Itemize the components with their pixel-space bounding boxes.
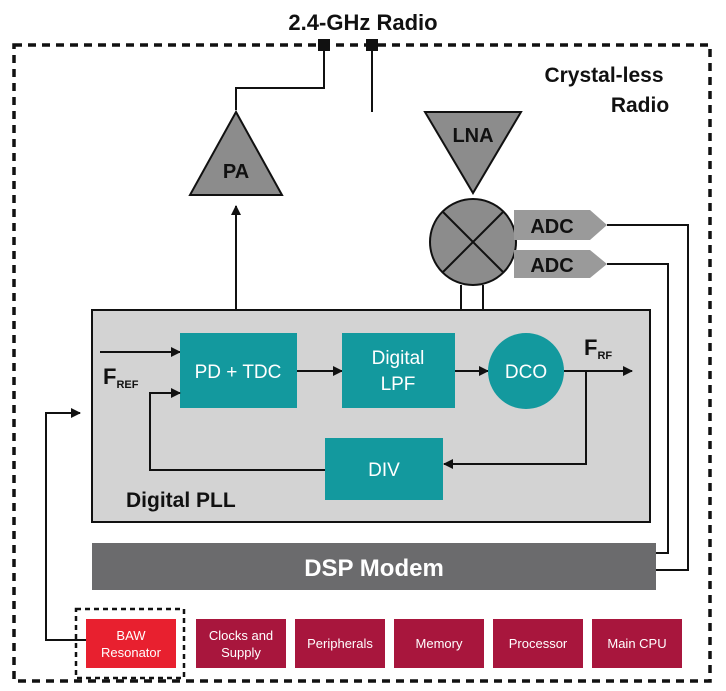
frf-label: FRF <box>584 335 612 362</box>
div-to-pdtdc-wire <box>149 388 325 471</box>
lna-amplifier <box>423 111 523 195</box>
baw-label-line1: BAW <box>116 628 146 643</box>
lna-label: LNA <box>452 125 493 147</box>
memory-label: Memory <box>416 636 463 651</box>
dsp-modem-block <box>92 543 656 590</box>
peripherals-label: Peripherals <box>307 636 373 651</box>
digital-pll-label: Digital PLL <box>126 489 236 512</box>
processor-block <box>493 619 583 668</box>
adc-2-to-dsp-wire <box>607 263 669 554</box>
fref-subscript: REF <box>116 379 138 391</box>
processor-label: Processor <box>509 636 568 651</box>
fref-label: FREF <box>103 364 139 391</box>
clocks-label-line1: Clocks and <box>209 628 273 643</box>
peripherals-block <box>295 619 385 668</box>
boundary-label-line2: Radio <box>611 94 669 117</box>
antenna-connector-left <box>318 39 330 51</box>
adc-1 <box>514 210 607 240</box>
clocks-label-line2: Supply <box>221 645 261 660</box>
clocks-supply-block <box>196 619 286 668</box>
crystal-less-radio-boundary <box>12 43 712 683</box>
baw-to-pll-wire <box>45 408 86 641</box>
memory-block <box>394 619 484 668</box>
frf-main: F <box>584 335 597 360</box>
boundary-label-line1: Crystal-less <box>544 64 663 87</box>
radio-title: 2.4-GHz Radio <box>288 10 437 35</box>
pd-tdc-label: PD + TDC <box>195 362 282 383</box>
baw-dashed-box <box>74 607 186 680</box>
baw-resonator-block <box>86 619 176 668</box>
adc-2-label: ADC <box>530 255 573 277</box>
main-cpu-block <box>592 619 682 668</box>
digital-lpf-label-line2: LPF <box>381 374 416 395</box>
baw-label-line2: Resonator <box>101 645 162 660</box>
digital-lpf-block <box>342 333 455 408</box>
frf-subscript: RF <box>597 350 612 362</box>
pd-tdc-block <box>180 333 297 408</box>
mixer-cross-b <box>442 211 504 273</box>
digital-lpf-label-line1: Digital <box>372 348 425 369</box>
fref-main: F <box>103 364 116 389</box>
dco-to-div-wire <box>443 371 587 469</box>
adc-1-to-dsp-wire <box>607 224 689 571</box>
pa-amplifier <box>188 109 284 196</box>
dco-block <box>488 333 564 409</box>
main-cpu-label: Main CPU <box>607 636 666 651</box>
div-label: DIV <box>368 460 400 481</box>
adc-2 <box>514 250 607 278</box>
pa-antenna-wire <box>235 51 325 110</box>
dco-label: DCO <box>505 362 547 383</box>
adc-1-label: ADC <box>530 216 573 238</box>
dsp-modem-label: DSP Modem <box>304 555 444 582</box>
div-block <box>325 438 443 500</box>
antenna-connector-right <box>366 39 378 51</box>
pa-label: PA <box>223 161 249 183</box>
